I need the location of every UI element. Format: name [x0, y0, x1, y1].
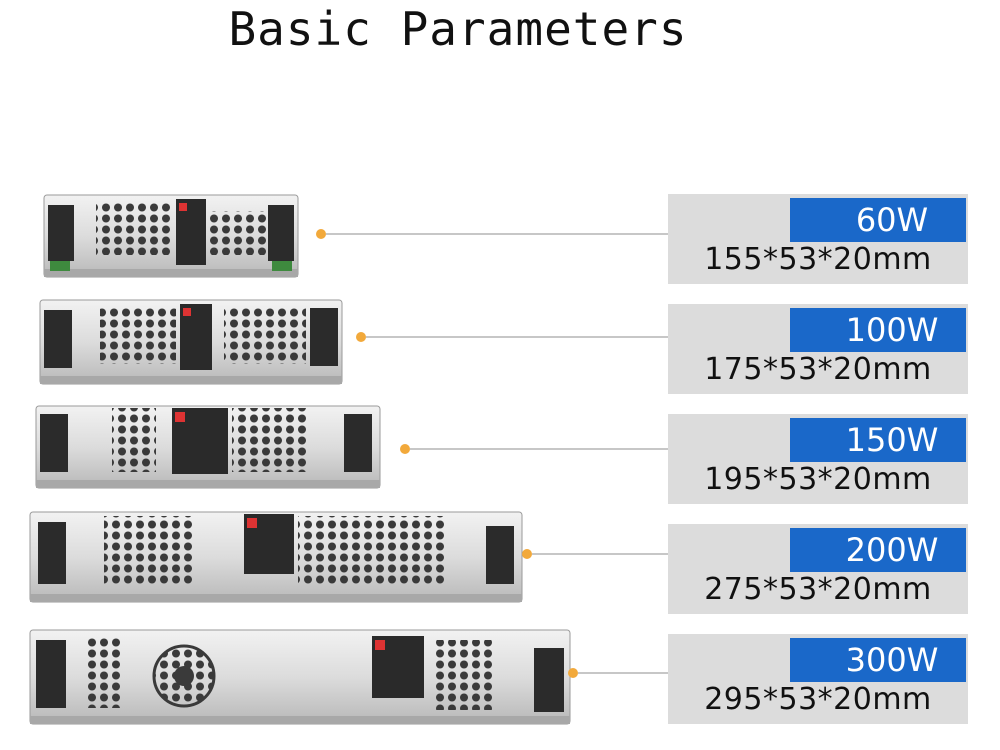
spec-card-150w: 150W 195*53*20mm — [668, 414, 968, 504]
connector-dot — [522, 549, 532, 559]
wattage-label: 100W — [845, 311, 939, 349]
wattage-label: 60W — [855, 201, 929, 239]
spec-card-300w: 300W 295*53*20mm — [668, 634, 968, 724]
connector-line — [326, 233, 668, 235]
connector-dot — [316, 229, 326, 239]
wattage-banner — [790, 638, 966, 682]
wattage-label: 200W — [845, 531, 939, 569]
power-supply-image-60w — [40, 191, 302, 283]
power-supply-image-100w — [36, 296, 346, 390]
connector-line — [366, 336, 668, 338]
dimensions-label: 295*53*20mm — [704, 682, 932, 717]
dimensions-label: 155*53*20mm — [704, 242, 932, 277]
dimensions-label: 195*53*20mm — [704, 462, 932, 497]
wattage-banner — [790, 528, 966, 572]
spec-card-100w: 100W 175*53*20mm — [668, 304, 968, 394]
connector-line — [410, 448, 668, 450]
connector-line — [532, 553, 668, 555]
power-supply-image-150w — [32, 402, 384, 494]
spec-card-60w: 60W 155*53*20mm — [668, 194, 968, 284]
connector-dot — [568, 668, 578, 678]
power-supply-image-200w — [26, 508, 526, 608]
power-supply-image-300w — [26, 626, 574, 730]
wattage-label: 150W — [845, 421, 939, 459]
wattage-banner — [790, 418, 966, 462]
wattage-banner — [790, 308, 966, 352]
wattage-banner — [790, 198, 966, 242]
dimensions-label: 275*53*20mm — [704, 572, 932, 607]
dimensions-label: 175*53*20mm — [704, 352, 932, 387]
connector-line — [578, 672, 668, 674]
connector-dot — [400, 444, 410, 454]
connector-dot — [356, 332, 366, 342]
page-title: Basic Parameters — [228, 2, 688, 56]
spec-card-200w: 200W 275*53*20mm — [668, 524, 968, 614]
wattage-label: 300W — [845, 641, 939, 679]
